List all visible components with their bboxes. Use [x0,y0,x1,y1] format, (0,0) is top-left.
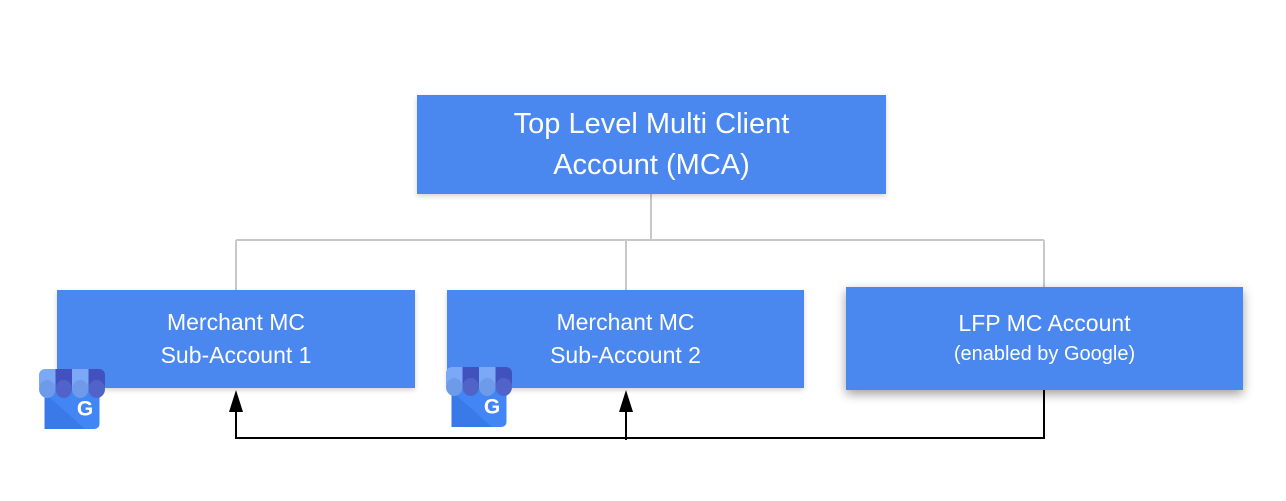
google-g-letter: G [484,396,500,419]
node-top-level-mca: Top Level Multi Client Account (MCA) [417,95,886,194]
node-label-line: Merchant MC [166,309,306,335]
arrowhead-into-sub2 [619,390,633,412]
node-label-line: LFP MC Account [958,309,1131,336]
node-label-line: (enabled by Google) [953,342,1136,365]
node-label-line: Top Level Multi Client [513,107,790,140]
storefront-fold [451,391,492,427]
flow-connector-lfp-to-sub1 [235,390,1045,439]
google-my-business-icon: G [39,369,105,429]
arrowhead-into-sub1 [229,390,243,412]
storefront-awning-scallops [446,378,512,396]
node-label-line: Merchant MC [556,309,695,335]
storefront-fold [44,393,85,429]
node-lfp-mc-account: LFP MC Account (enabled by Google) [846,287,1243,390]
node-label-line: Account (MCA) [553,148,750,181]
node-merchant-sub-account-2: Merchant MC Sub-Account 2 [447,290,804,388]
google-my-business-icon: G [446,367,512,427]
google-g-letter: G [77,398,93,421]
storefront-awning-scallops [39,380,105,398]
node-label-line: Sub-Account 2 [550,342,701,368]
node-label-line: Sub-Account 1 [160,342,312,368]
node-merchant-sub-account-1: Merchant MC Sub-Account 1 [57,290,415,388]
